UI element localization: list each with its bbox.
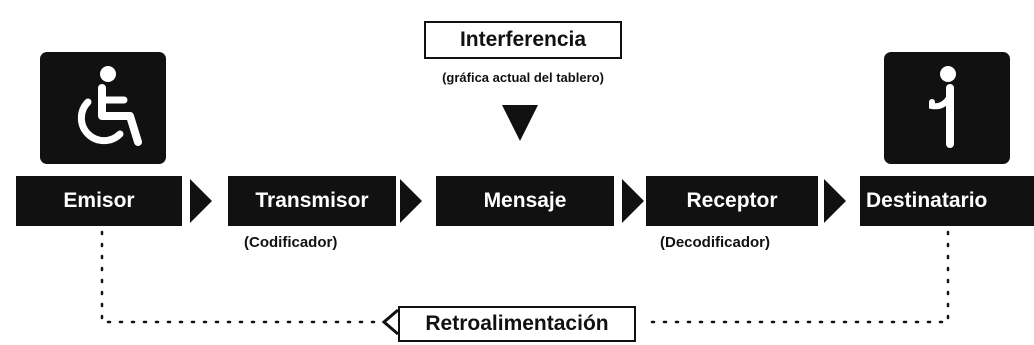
flow-arrow-3 [622, 179, 644, 223]
node-emisor: Emisor [16, 176, 182, 226]
interference-label: Interferencia [424, 21, 622, 59]
flow-arrow-1 [190, 179, 212, 223]
wheelchair-icon [40, 52, 166, 164]
interference-caption: (gráfica actual del tablero) [442, 70, 604, 85]
flow-arrow-2 [400, 179, 422, 223]
node-destinatario: Destinatario [860, 176, 1034, 226]
node-transmisor: Transmisor [228, 176, 396, 226]
interference-arrow [502, 105, 538, 141]
sublabel-decodificador: (Decodificador) [660, 234, 771, 251]
node-receptor: Receptor [646, 176, 818, 226]
node-mensaje: Mensaje [436, 176, 614, 226]
feedback-label: Retroalimentación [398, 306, 636, 342]
walking-cane-person-icon [884, 52, 1010, 164]
sublabel-codificador: (Codificador) [244, 234, 338, 251]
flow-arrow-4 [824, 179, 846, 223]
